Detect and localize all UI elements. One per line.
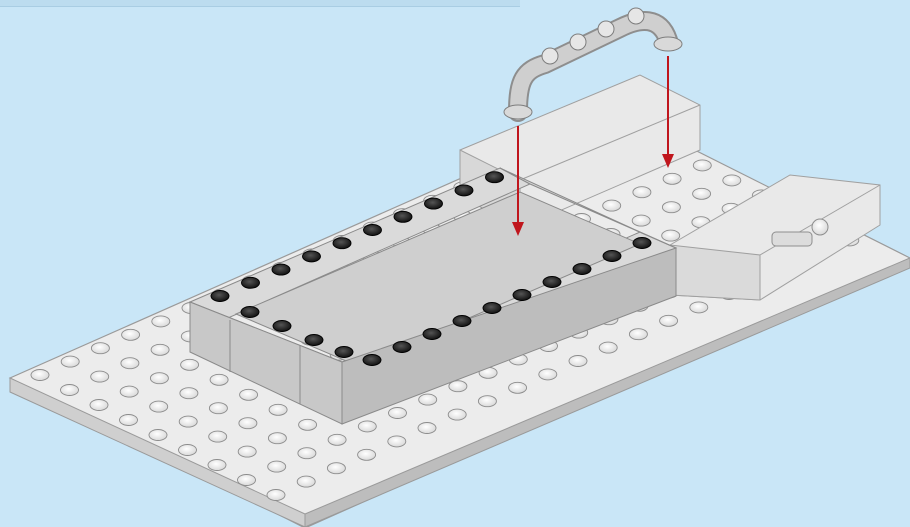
plate-stud bbox=[299, 419, 317, 430]
plate-stud bbox=[209, 431, 227, 442]
plate-stud bbox=[150, 401, 168, 412]
plate-stud bbox=[388, 436, 406, 447]
plate-stud bbox=[663, 173, 681, 184]
frame-stud bbox=[543, 277, 561, 288]
plate-stud bbox=[328, 434, 346, 445]
plate-stud bbox=[179, 445, 197, 456]
plate-stud bbox=[120, 386, 138, 397]
plate-stud bbox=[181, 359, 199, 370]
frame-stud bbox=[423, 329, 441, 340]
plate-stud bbox=[603, 200, 621, 211]
plate-stud bbox=[267, 490, 285, 501]
plate-stud bbox=[239, 418, 257, 429]
plate-stud bbox=[723, 175, 741, 186]
plate-stud bbox=[238, 446, 256, 457]
frame-stud bbox=[393, 342, 411, 353]
frame-stud bbox=[453, 316, 471, 327]
plate-stud bbox=[358, 421, 376, 432]
plate-stud bbox=[693, 188, 711, 199]
plate-stud bbox=[268, 461, 286, 472]
plate-stud bbox=[690, 302, 708, 313]
plate-stud bbox=[180, 388, 198, 399]
frame-stud bbox=[272, 264, 290, 275]
plate-stud bbox=[509, 382, 527, 393]
plate-stud bbox=[61, 356, 79, 367]
plate-stud bbox=[599, 342, 617, 353]
plate-stud bbox=[297, 476, 315, 487]
plate-stud bbox=[61, 385, 79, 396]
plate-stud bbox=[121, 358, 139, 369]
frame-stud bbox=[603, 251, 621, 262]
frame-stud bbox=[273, 321, 291, 332]
plate-stud bbox=[152, 316, 170, 327]
plate-stud bbox=[539, 369, 557, 380]
frame-stud bbox=[303, 251, 321, 262]
plate-stud bbox=[90, 400, 108, 411]
frame-stud bbox=[335, 347, 353, 358]
plate-stud bbox=[268, 433, 286, 444]
plate-stud bbox=[478, 396, 496, 407]
plate-stud bbox=[208, 460, 226, 471]
plate-stud bbox=[662, 202, 680, 213]
frame-stud bbox=[633, 238, 651, 249]
plate-stud bbox=[91, 371, 109, 382]
frame-stud bbox=[486, 172, 504, 183]
plate-stud bbox=[662, 230, 680, 241]
plate-stud bbox=[120, 415, 138, 426]
plate-stud bbox=[629, 329, 647, 340]
plate-stud bbox=[327, 463, 345, 474]
plate-stud bbox=[238, 475, 256, 486]
plate-stud bbox=[31, 370, 49, 381]
frame-stud bbox=[364, 225, 382, 236]
frame-stud bbox=[363, 355, 381, 366]
plate-stud bbox=[240, 389, 258, 400]
plate-stud bbox=[660, 315, 678, 326]
frame-stud bbox=[211, 291, 229, 302]
frame-stud bbox=[333, 238, 351, 249]
frame-stud bbox=[242, 277, 260, 288]
plate-stud bbox=[91, 343, 109, 354]
plate-stud bbox=[358, 449, 376, 460]
plate-stud bbox=[298, 448, 316, 459]
plate-stud bbox=[633, 187, 651, 198]
frame-stud bbox=[573, 264, 591, 275]
frame-stud bbox=[455, 185, 473, 196]
plate-stud bbox=[448, 409, 466, 420]
frame-stud bbox=[394, 211, 412, 222]
frame-stud bbox=[241, 307, 259, 318]
plate-stud bbox=[209, 403, 227, 414]
plate-stud bbox=[418, 423, 436, 434]
frame-stud bbox=[425, 198, 443, 209]
plate-stud bbox=[693, 160, 711, 171]
plate-stud bbox=[419, 394, 437, 405]
plate-stud bbox=[122, 329, 140, 340]
plate-stud bbox=[179, 416, 197, 427]
frame-stud bbox=[513, 290, 531, 301]
plate-stud bbox=[269, 404, 287, 415]
frame-stud bbox=[483, 303, 501, 314]
plate-stud bbox=[210, 374, 228, 385]
plate-stud bbox=[151, 344, 169, 355]
plate-stud bbox=[569, 356, 587, 367]
plate-stud bbox=[149, 430, 167, 441]
plate-stud bbox=[632, 215, 650, 226]
frame-stud bbox=[305, 335, 323, 346]
plate-stud bbox=[150, 373, 168, 384]
plate-stud bbox=[389, 408, 407, 419]
